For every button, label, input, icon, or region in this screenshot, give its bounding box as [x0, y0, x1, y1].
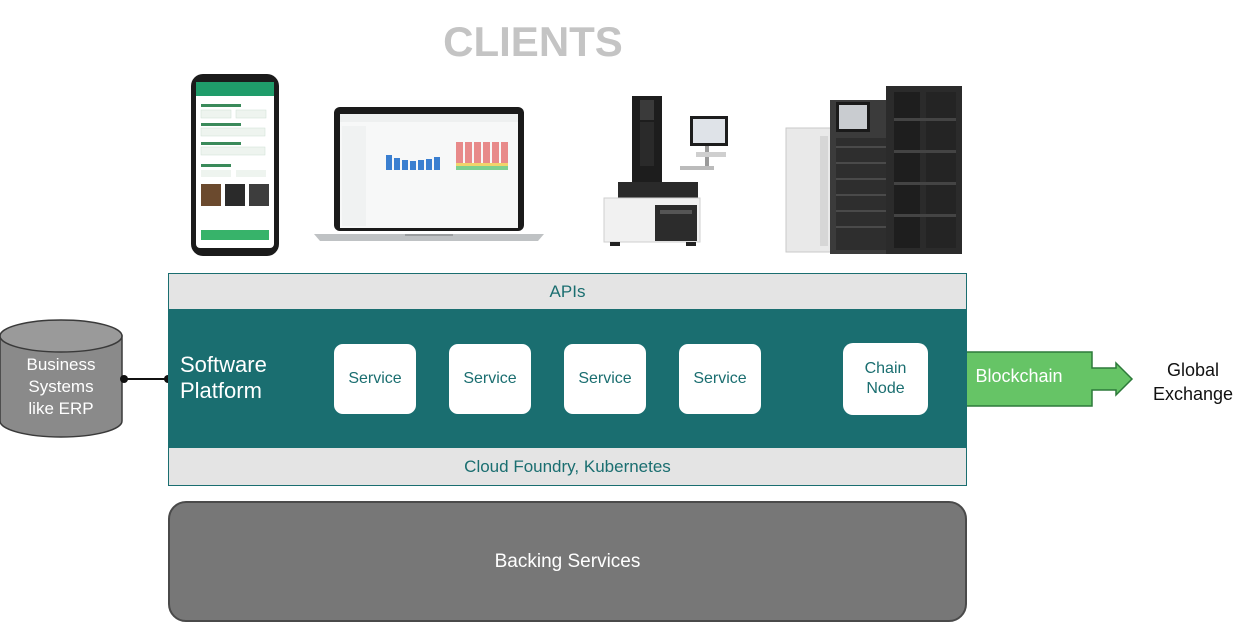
service-box-1: Service	[333, 343, 417, 415]
chain-node-line1: Chain	[864, 360, 907, 377]
platform-label-line1: Software	[180, 352, 267, 377]
storage-cabinet-icon	[785, 86, 962, 254]
database-connector	[120, 375, 172, 383]
measuring-machine-icon	[603, 96, 728, 246]
chain-node-box: Chain Node	[843, 343, 928, 415]
service-box-3: Service	[563, 343, 647, 415]
backing-services-label: Backing Services	[494, 550, 641, 572]
platform-label: Software Platform	[180, 352, 267, 404]
global-exchange-line2: Exchange	[1152, 384, 1234, 404]
chain-node-line2: Node	[866, 380, 905, 397]
business-systems-line3: like ERP	[28, 399, 94, 418]
laptop-icon	[314, 107, 544, 241]
service-box-2: Service	[448, 343, 532, 415]
smartphone-icon	[191, 74, 279, 256]
database-cylinder-icon	[0, 319, 123, 438]
service-box-4: Service	[678, 343, 762, 415]
blockchain-label: Blockchain	[975, 366, 1063, 386]
apis-band: APIs	[168, 273, 967, 310]
global-exchange-line1: Global	[1166, 360, 1220, 380]
business-systems-line2: Systems	[28, 377, 94, 396]
business-systems-label: Business Systems like ERP	[0, 354, 122, 420]
business-systems-line1: Business	[26, 355, 96, 374]
infrastructure-band: Cloud Foundry, Kubernetes	[168, 447, 967, 486]
global-exchange-label: Global Exchange	[1140, 358, 1246, 406]
backing-services-box: Backing Services	[168, 501, 967, 622]
platform-label-line2: Platform	[180, 378, 262, 403]
clients-title: CLIENTS	[443, 18, 623, 65]
